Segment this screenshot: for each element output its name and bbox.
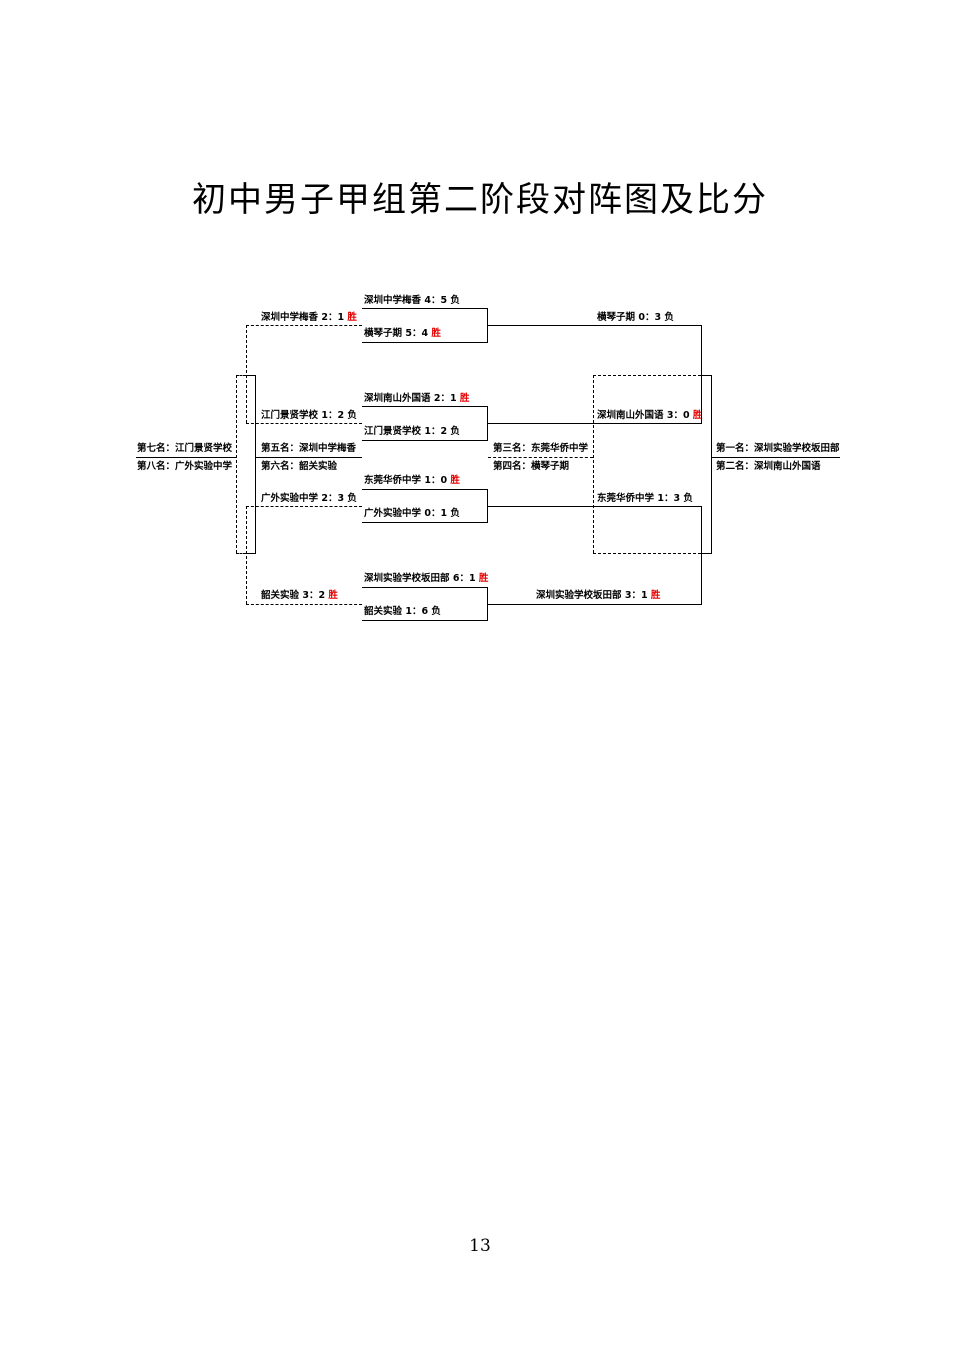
placement-seventh: 第七名：江门景贤学校 xyxy=(137,443,233,454)
match-entry: 深圳中学梅香 2：1 胜 xyxy=(261,312,357,323)
page-title: 初中男子甲组第二阶段对阵图及比分 xyxy=(192,180,768,220)
placement-fourth: 第四名：横琴子期 xyxy=(493,461,570,472)
match-entry: 深圳实验学校坂田部 3：1 胜 xyxy=(536,590,661,601)
placement-third: 第三名：东莞华侨中学 xyxy=(493,443,589,454)
match-entry: 广外实验中学 0：1 负 xyxy=(364,508,460,519)
match-entry: 韶关实验 1：6 负 xyxy=(364,606,441,617)
match-entry: 东莞华侨中学 1：3 负 xyxy=(597,493,693,504)
match-entry: 横琴子期 0：3 负 xyxy=(597,312,674,323)
placement-sixth: 第六名：韶关实验 xyxy=(261,461,338,472)
match-entry: 深圳中学梅香 4：5 负 xyxy=(364,295,460,306)
page-number: 13 xyxy=(469,1236,491,1256)
match-entry: 江门景贤学校 1：2 负 xyxy=(364,426,460,437)
placement-fifth: 第五名：深圳中学梅香 xyxy=(261,443,357,454)
match-entry: 深圳南山外国语 2：1 胜 xyxy=(364,393,470,404)
placement-second: 第二名：深圳南山外国语 xyxy=(716,461,821,472)
match-entry: 韶关实验 3：2 胜 xyxy=(261,590,338,601)
placement-first: 第一名：深圳实验学校坂田部 xyxy=(716,443,840,454)
match-entry: 广外实验中学 2：3 负 xyxy=(261,493,357,504)
placement-eighth: 第八名：广外实验中学 xyxy=(137,461,233,472)
match-entry: 江门景贤学校 1：2 负 xyxy=(261,410,357,421)
match-entry: 东莞华侨中学 1：0 胜 xyxy=(364,475,460,486)
match-entry: 横琴子期 5：4 胜 xyxy=(364,328,441,339)
match-entry: 深圳南山外国语 3：0 胜 xyxy=(597,410,703,421)
tournament-bracket: 深圳中学梅香 4：5 负 横琴子期 5：4 胜 深圳南山外国语 2：1 胜 江门… xyxy=(136,295,840,621)
match-entry: 深圳实验学校坂田部 6：1 胜 xyxy=(364,573,489,584)
